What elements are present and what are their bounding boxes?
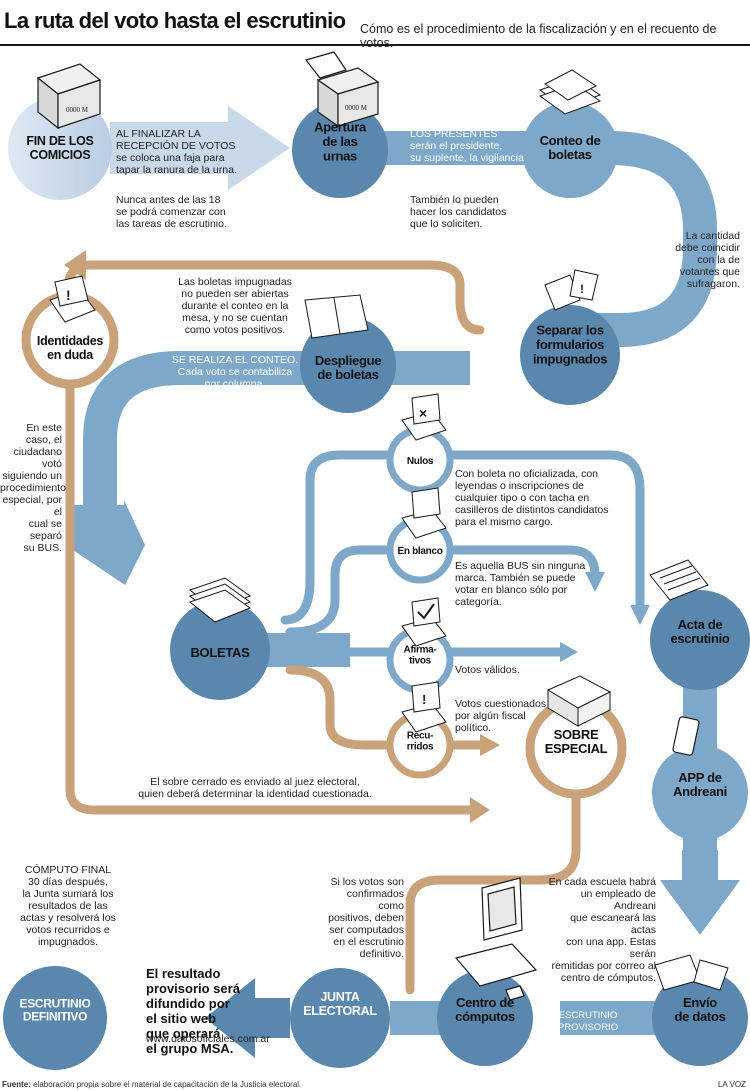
- footer-source: Fuente: elaboración propia sobre el mate…: [2, 1080, 301, 1089]
- arrow-fin-apertura: [110, 106, 290, 190]
- envelope-send-icon: [654, 954, 729, 991]
- footer-brand: LA VOZ: [717, 1080, 746, 1089]
- svg-text:!: !: [580, 282, 584, 296]
- node-envio-circle: [652, 970, 748, 1066]
- svg-text:0000 M: 0000 M: [345, 104, 368, 112]
- blank-ballot-icon: [401, 487, 447, 539]
- footer-source-text: elaboración propia sobre el material de …: [33, 1080, 302, 1089]
- title-rule: [0, 44, 750, 46]
- impugned-ballots-icon: !: [544, 269, 599, 311]
- arrow-nulos: [630, 605, 650, 625]
- arrow-to-boletas: [70, 500, 145, 585]
- arrow-to-definitivo: [205, 978, 290, 1058]
- svg-text:!: !: [422, 692, 426, 707]
- node-separar-circle: [520, 305, 620, 405]
- node-apertura-circle: [292, 102, 388, 198]
- node-acta-circle: [650, 590, 750, 690]
- note-sobre: El sobre cerrado es enviado al juez elec…: [138, 776, 372, 800]
- label-nulos: Nulos: [407, 456, 434, 467]
- node-app-circle: [652, 745, 748, 841]
- arrow-blanco: [585, 572, 605, 592]
- phone-icon: [672, 716, 700, 756]
- arrow-tan-recurridos: [480, 734, 500, 756]
- label-boletas: BOLETAS: [190, 645, 250, 660]
- page-title: La ruta del voto hasta el escrutinio: [4, 8, 346, 33]
- svg-text:×: ×: [419, 405, 427, 421]
- tally-sheet-icon: [649, 559, 709, 601]
- svg-text:!: !: [66, 287, 71, 303]
- arrow-tan-sobre: [470, 797, 490, 823]
- node-fin-circle: [8, 96, 112, 200]
- null-ballot-icon: ×: [401, 393, 447, 441]
- site-link[interactable]: www.datosoficiales.com.ar: [146, 1033, 270, 1045]
- node-boletas-circle: [170, 600, 270, 700]
- label-afirmativos: Afirma-tivos: [404, 645, 437, 667]
- ballot-stack-icon: [538, 69, 602, 115]
- contested-ballot-icon: !: [401, 681, 447, 733]
- node-conteo-circle: [522, 102, 618, 198]
- arrow-app-envio: [660, 850, 740, 935]
- unfolded-ballot-icon: [304, 294, 369, 339]
- ballot-hands-icon: [188, 577, 252, 623]
- note-afirmativos: Votos válidos.: [455, 664, 520, 676]
- node-despliegue-circle: [300, 317, 396, 413]
- node-junta-circle: [290, 968, 390, 1068]
- svg-text:0000 M: 0000 M: [66, 106, 89, 114]
- arrow-afirmativos: [560, 642, 578, 662]
- label-blanco: En blanco: [397, 546, 442, 557]
- label-recurridos: Recu-rridos: [407, 731, 434, 753]
- footer-source-label: Fuente:: [2, 1080, 31, 1089]
- urn-closed-icon: 0000 M: [36, 63, 102, 130]
- valid-ballot-icon: [401, 597, 447, 647]
- identity-doubt-icon: !: [49, 275, 96, 323]
- node-definitivo-circle: [3, 966, 107, 1070]
- special-envelope-icon: [546, 675, 612, 727]
- tan-paths: [63, 260, 581, 995]
- arrow-to-junta: [405, 1002, 440, 1034]
- note-realiza: SE REALIZA EL CONTEO.Cada voto se contab…: [171, 354, 299, 390]
- page-subtitle: Cómo es el procedimiento de la fiscaliza…: [360, 22, 717, 50]
- arrow-tan-left: [64, 250, 86, 280]
- computer-icon: [454, 877, 538, 1001]
- urn-open-icon: 0000 M: [304, 51, 380, 128]
